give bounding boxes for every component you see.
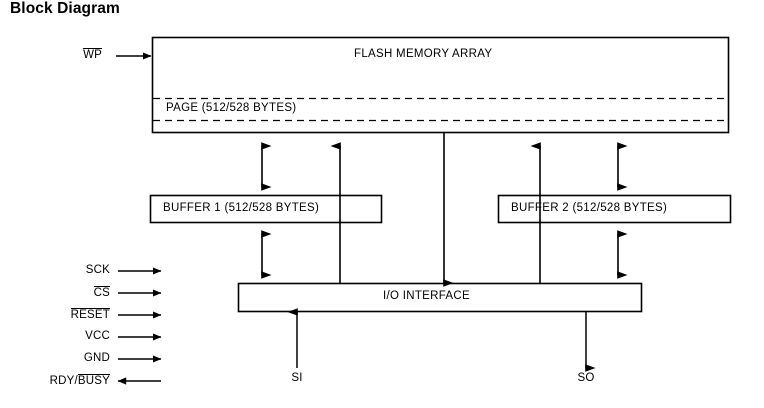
pin-label-si: SI xyxy=(282,372,312,384)
page-label: PAGE (512/528 BYTES) xyxy=(166,102,297,114)
io-interface-label: I/O INTERFACE xyxy=(383,290,470,302)
io-interface-box xyxy=(237,282,643,313)
pin-label-vcc-text: VCC xyxy=(85,330,110,342)
pin-label-gnd: GND xyxy=(0,352,110,364)
buffer2-label: BUFFER 2 (512/528 BYTES) xyxy=(511,202,668,214)
buffer1-label: BUFFER 1 (512/528 BYTES) xyxy=(163,202,320,214)
pin-label-sck: SCK xyxy=(0,264,110,276)
pin-label-cs: CS xyxy=(0,286,110,299)
pin-label-vcc: VCC xyxy=(0,330,110,342)
pin-label-so: SO xyxy=(571,372,601,384)
pin-label-rdy-busy-overlined: BUSY xyxy=(77,374,110,387)
pin-label-rdy-busy-prefix: RDY/ xyxy=(49,375,78,387)
flash-memory-array-label: FLASH MEMORY ARRAY xyxy=(354,48,493,60)
pin-label-so-text: SO xyxy=(577,372,595,384)
buffer1-box xyxy=(149,194,383,224)
pin-label-cs-text: CS xyxy=(93,286,110,299)
pin-label-si-text: SI xyxy=(291,372,303,384)
pin-label-sck-text: SCK xyxy=(85,264,110,276)
pin-label-gnd-text: GND xyxy=(83,352,110,364)
pin-label-rdy-busy: RDY/BUSY xyxy=(0,374,110,387)
pin-label-wp: WP xyxy=(40,48,102,61)
pin-label-wp-text: WP xyxy=(83,48,102,61)
flash-memory-array-box xyxy=(151,36,730,134)
buffer2-box xyxy=(497,194,732,224)
page-title: Block Diagram xyxy=(10,0,120,17)
pin-label-reset-text: RESET xyxy=(70,308,110,321)
pin-label-reset: RESET xyxy=(0,308,110,321)
